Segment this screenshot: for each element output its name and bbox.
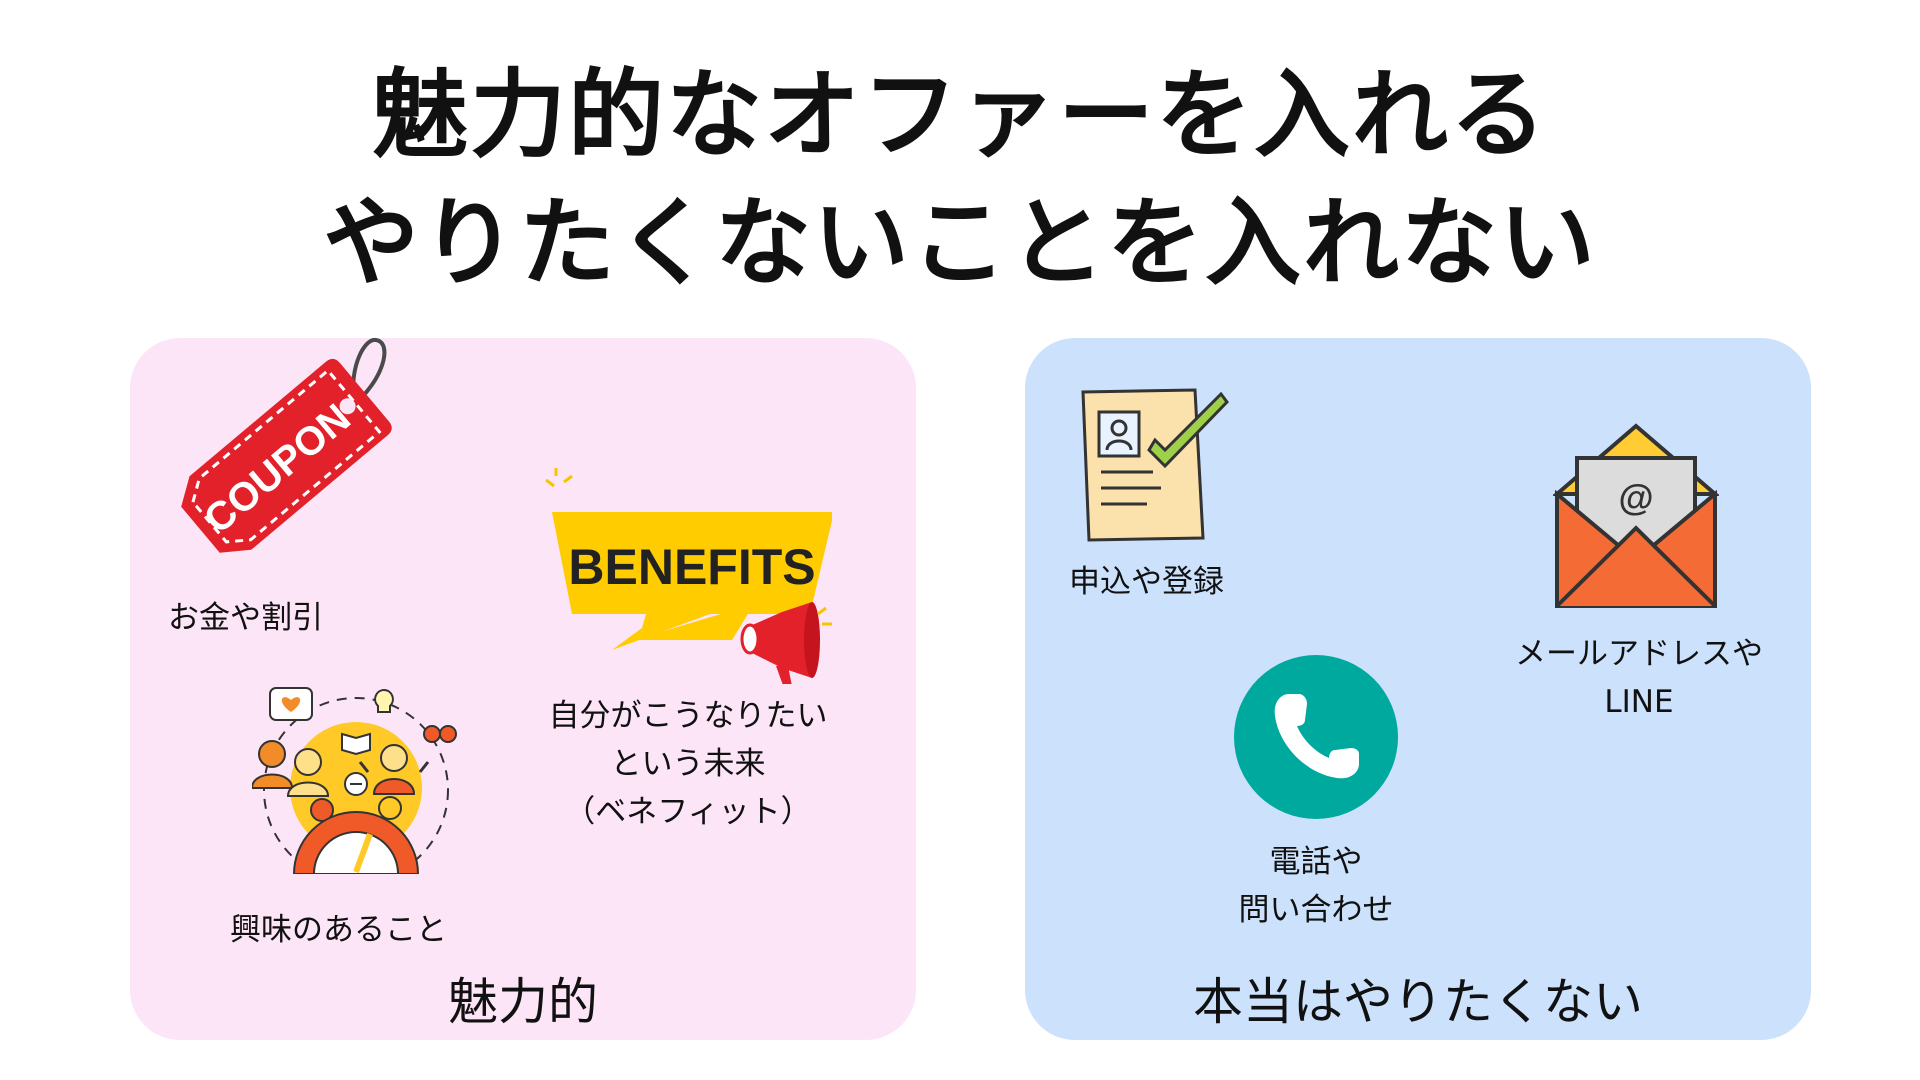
- phone-label-line-1: 電話や: [1269, 844, 1363, 880]
- benefits-text: BENEFITS: [568, 539, 815, 595]
- phone-label: 電話や 問い合わせ: [1211, 838, 1421, 934]
- application-label: 申込や登録: [1069, 564, 1224, 600]
- email-label-line-2: LINE: [1604, 684, 1674, 721]
- headline-line-1: 魅力的なオファーを入れる: [372, 59, 1548, 171]
- email-envelope-icon: @: [1553, 423, 1719, 608]
- benefit-label-line-1: 自分がこうなりたい: [548, 698, 828, 734]
- interest-label: 興味のあること: [230, 912, 447, 948]
- at-symbol: @: [1618, 477, 1653, 518]
- attractive-panel: COUPON お金や割引 BENEFITS 自分がこうなりたい という未来 （ベ…: [130, 338, 916, 1040]
- email-label: メールアドレスや LINE: [1499, 630, 1779, 726]
- interest-people-icon: [252, 687, 457, 874]
- benefits-megaphone-icon: BENEFITS: [545, 468, 832, 684]
- email-label-line-1: メールアドレスや: [1515, 636, 1763, 672]
- attractive-panel-title: 魅力的: [448, 973, 598, 1031]
- benefit-label: 自分がこうなりたい という未来 （ベネフィット）: [518, 692, 858, 836]
- coupon-tag-icon: COUPON: [181, 338, 392, 553]
- phone-icon: [1234, 655, 1398, 819]
- application-form-icon: [1081, 388, 1229, 542]
- reluctant-panel-title: 本当はやりたくない: [1193, 973, 1643, 1031]
- benefit-label-line-3: （ベネフィット）: [564, 794, 812, 831]
- benefit-label-line-2: という未来: [610, 746, 766, 783]
- headline-line-2: やりたくないことを入れない: [323, 187, 1597, 299]
- phone-label-line-2: 問い合わせ: [1238, 892, 1394, 929]
- reluctant-panel: 申込や登録 @ メールアドレスや LINE 電話や 問い合わせ 本当はやりたくな…: [1025, 338, 1811, 1040]
- money-discount-label: お金や割引: [168, 600, 323, 636]
